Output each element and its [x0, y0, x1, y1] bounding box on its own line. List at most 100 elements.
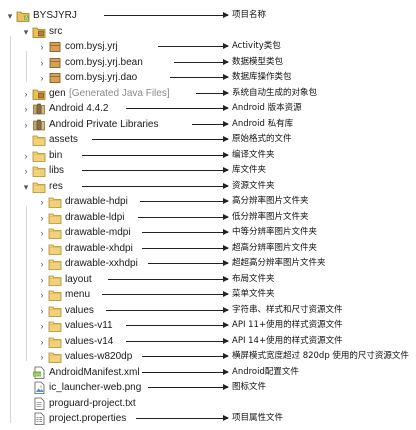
tree-item-label[interactable]: values-v14 — [65, 335, 114, 347]
image-file-icon — [32, 381, 46, 394]
chevron-right-icon[interactable]: › — [24, 88, 28, 99]
tree-row[interactable]: › com.bysj.yrj.bean 数据模型类包 — [0, 55, 416, 71]
annotation-text: 项目属性文件 — [232, 413, 284, 423]
chevron-right-icon[interactable]: › — [40, 73, 44, 83]
tree-item-label[interactable]: drawable-mdpi — [65, 227, 131, 238]
tree-row[interactable]: › drawable-hdpi 高分辨率图片文件夹 — [0, 194, 416, 210]
tree-row[interactable]: › Android 4.4.2 Android 版本资源 — [0, 101, 416, 117]
chevron-right-icon[interactable]: › — [24, 150, 28, 161]
tree-item-label[interactable]: libs — [49, 165, 65, 176]
folder-icon — [48, 273, 62, 286]
chevron-right-icon[interactable]: › — [40, 212, 44, 223]
tree-item-label[interactable]: com.bysj.yrj.dao — [65, 72, 138, 83]
annotation-text: Activity类包 — [232, 41, 281, 51]
folder-icon — [48, 195, 62, 208]
tree-item-label[interactable]: layout — [65, 273, 92, 285]
tree-item-label[interactable]: res — [49, 180, 63, 192]
tree-item-label[interactable]: com.bysj.yrj.bean — [65, 56, 143, 68]
chevron-right-icon[interactable]: › — [40, 228, 44, 238]
annotation-arrow — [136, 415, 229, 421]
annotation-arrow — [104, 12, 229, 18]
chevron-right-icon[interactable]: › — [40, 305, 44, 316]
chevron-right-icon[interactable]: › — [40, 321, 44, 331]
annotation-arrow — [142, 244, 229, 251]
annotation-text: 高分辨率图片文件夹 — [232, 196, 309, 206]
tree-row[interactable]: › values-w820dp 横屏模式宽度超过 820dp 使用的尺寸资源文件 — [0, 349, 416, 365]
tree-item-label[interactable]: menu — [65, 289, 91, 300]
annotation-text: 数据模型类包 — [232, 56, 284, 67]
tree-row[interactable]: ▾ src — [0, 24, 416, 40]
tree-item-label[interactable]: AndroidManifest.xml — [49, 366, 140, 378]
tree-item-label[interactable]: drawable-ldpi — [65, 211, 125, 223]
tree-item-label[interactable]: project.properties — [49, 413, 127, 424]
tree-item-label[interactable]: drawable-hdpi — [65, 196, 128, 207]
chevron-right-icon[interactable]: › — [40, 57, 44, 68]
chevron-right-icon[interactable]: › — [40, 336, 44, 347]
chevron-right-icon[interactable]: › — [40, 274, 44, 285]
project-icon: A — [16, 9, 30, 22]
tree-item-label[interactable]: values — [65, 304, 94, 316]
annotation-arrow — [138, 213, 229, 220]
tree-row[interactable]: proguard-project.txt — [0, 396, 416, 412]
chevron-right-icon[interactable]: › — [40, 290, 44, 300]
tree-item-label[interactable]: src — [49, 25, 63, 37]
chevron-right-icon[interactable]: › — [40, 197, 44, 207]
tree-item-label[interactable]: BYSJYRJ — [33, 10, 77, 21]
tree-item-label[interactable]: gen — [49, 87, 66, 99]
chevron-right-icon[interactable]: › — [24, 166, 28, 176]
tree-row[interactable]: ›gen [Generated Java Files]系统自动生成的对象包 — [0, 86, 416, 102]
tree-row[interactable]: › com.bysj.yrj.dao 数据库操作类包 — [0, 70, 416, 86]
chevron-right-icon[interactable]: › — [40, 259, 44, 269]
annotation-text: 超超高分辨率图片文件夹 — [232, 258, 326, 268]
tree-item-label[interactable]: proguard-project.txt — [49, 397, 136, 409]
tree-row[interactable]: › drawable-xxhdpi 超超高分辨率图片文件夹 — [0, 256, 416, 272]
package-icon — [48, 40, 62, 53]
annotation-text: Android 版本资源 — [232, 103, 302, 113]
chevron-right-icon[interactable]: › — [24, 104, 28, 114]
chevron-down-icon[interactable]: ▾ — [7, 11, 13, 21]
source-folder-icon — [32, 25, 46, 38]
chevron-down-icon[interactable]: ▾ — [23, 181, 29, 192]
annotation-text: 横屏模式宽度超过 820dp 使用的尺寸资源文件 — [232, 351, 409, 361]
tree-row[interactable]: › drawable-ldpi 低分辨率图片文件夹 — [0, 210, 416, 226]
tree-item-label[interactable]: values-w820dp — [65, 351, 133, 362]
chevron-right-icon[interactable]: › — [40, 42, 44, 52]
library-icon — [32, 102, 46, 115]
tree-row[interactable]: › com.bysj.yrj Activity类包 — [0, 39, 416, 55]
tree-item-label[interactable]: drawable-xxhdpi — [65, 258, 138, 269]
tree-row[interactable]: project.properties 项目属性文件 — [0, 411, 416, 427]
chevron-right-icon[interactable]: › — [40, 352, 44, 362]
folder-icon — [48, 350, 62, 363]
chevron-right-icon[interactable]: › — [24, 119, 28, 130]
chevron-down-icon[interactable]: ▾ — [23, 26, 29, 37]
tree-item-label[interactable]: drawable-xhdpi — [65, 242, 133, 254]
chevron-right-icon[interactable]: › — [40, 243, 44, 254]
folder-icon — [32, 164, 46, 177]
tree-item-label[interactable]: values-v11 — [65, 320, 113, 331]
tree-item-label[interactable]: Android 4.4.2 — [49, 103, 109, 114]
tree-item-label[interactable]: com.bysj.yrj — [65, 41, 118, 52]
tree-item-label[interactable]: assets — [49, 134, 78, 145]
tree-item-label[interactable]: bin — [49, 149, 63, 161]
annotation-text: 数据库操作类包 — [232, 72, 292, 82]
folder-icon — [32, 149, 46, 162]
annotation-arrow — [106, 306, 229, 313]
annotation-text: 低分辨率图片文件夹 — [232, 211, 309, 222]
tree-item-label[interactable]: ic_launcher-web.png — [49, 382, 142, 393]
tree-item-label[interactable]: Android Private Libraries — [49, 118, 159, 130]
